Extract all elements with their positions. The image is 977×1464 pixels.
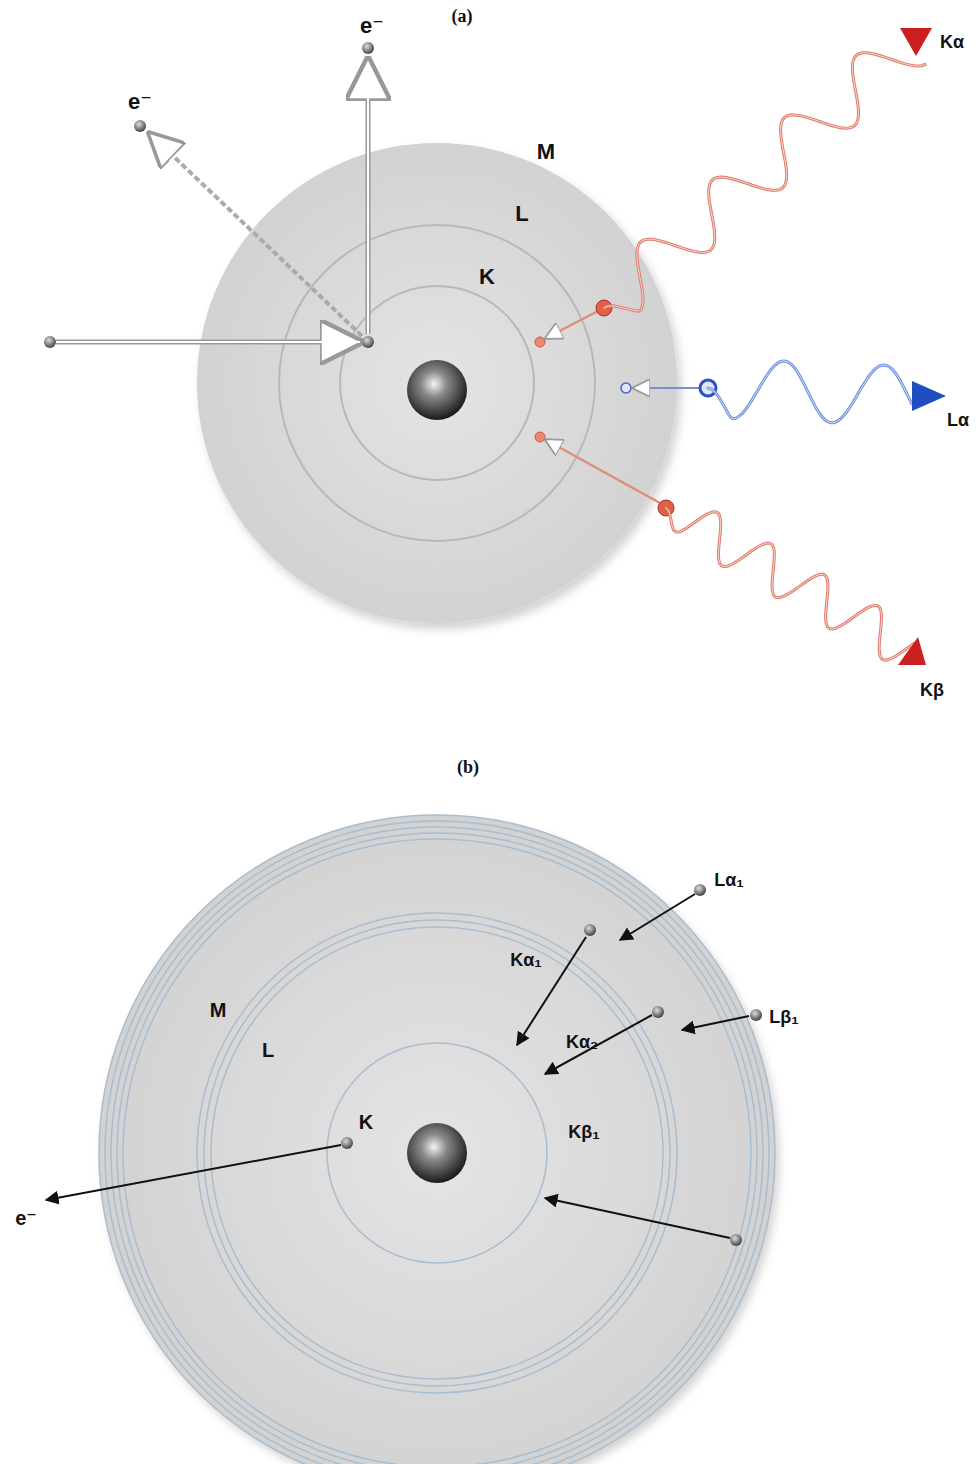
line-label: Lα₁	[714, 871, 744, 889]
shell-label: K	[359, 1112, 373, 1132]
atom-b	[46, 815, 775, 1464]
line-label: Kβ₁	[568, 1123, 599, 1141]
line-label: Lα	[947, 411, 969, 429]
line-label: Kα	[940, 33, 964, 51]
line-label: Kα₂	[566, 1033, 598, 1051]
line-label: Lβ₁	[769, 1008, 798, 1026]
electron-label: e⁻	[15, 1208, 37, 1228]
shell-label: L	[515, 203, 528, 225]
l-alpha-wave	[708, 361, 912, 423]
shell-label: M	[210, 1000, 227, 1020]
line-label: Kα₁	[510, 951, 542, 969]
electron-label: e⁻	[128, 91, 152, 113]
l-alpha-wave	[708, 361, 912, 423]
shell-label: L	[262, 1040, 274, 1060]
panel-label: (b)	[457, 758, 479, 776]
k-beta-wave	[666, 508, 914, 660]
line-label: Kβ	[920, 681, 944, 699]
k-alpha-wave	[604, 53, 925, 311]
panel-label: (a)	[452, 7, 473, 25]
atom-a	[44, 28, 946, 665]
k-alpha-wave	[604, 53, 925, 311]
electron-label: e⁻	[360, 15, 384, 37]
k-beta-wave	[666, 508, 914, 660]
shell-label: K	[479, 266, 495, 288]
shell-label: M	[537, 141, 555, 163]
